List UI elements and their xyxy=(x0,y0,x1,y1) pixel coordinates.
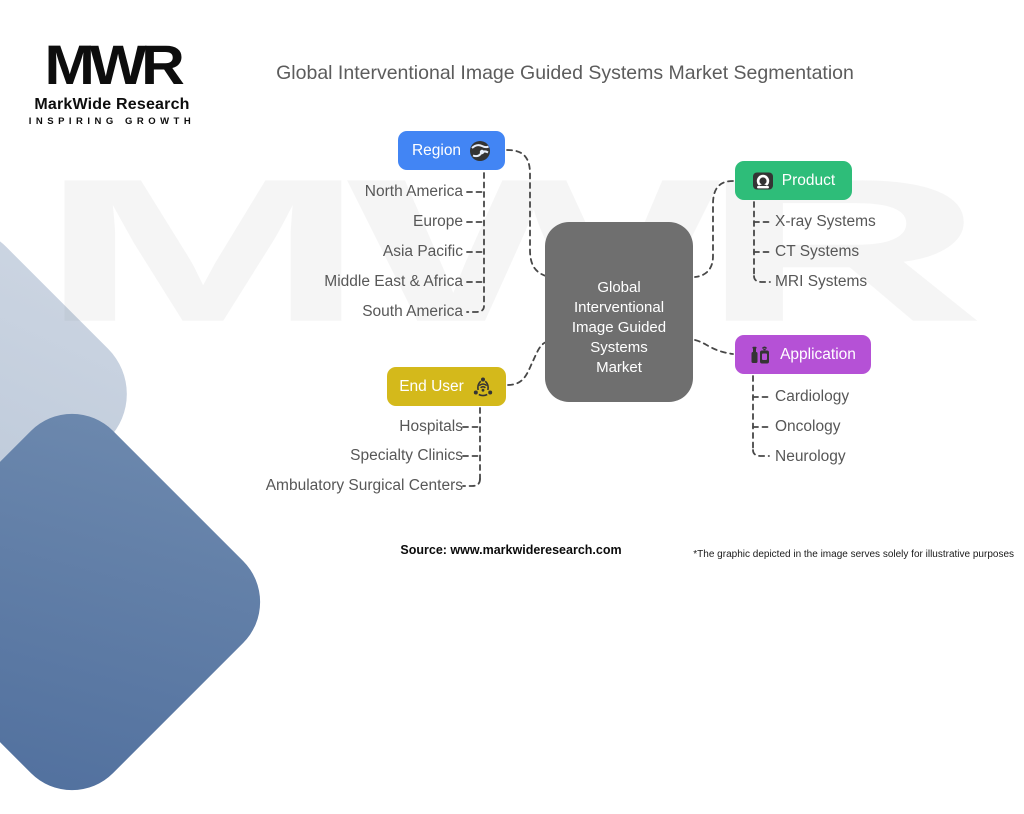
network-icon xyxy=(473,377,493,396)
application-center-link xyxy=(694,339,734,355)
enduser-item-stubs xyxy=(462,426,481,457)
region-item: South America xyxy=(362,303,463,320)
product-item: X-ray Systems xyxy=(775,213,876,230)
product-item: CT Systems xyxy=(775,243,860,260)
source-text: Source: www.markwideresearch.com xyxy=(400,543,622,557)
branch-node-application: Application xyxy=(735,335,871,374)
region-item: Asia Pacific xyxy=(382,243,463,260)
region-item: Europe xyxy=(413,213,463,230)
center-node-line: Interventional xyxy=(573,299,665,316)
region-item-stubs xyxy=(466,191,485,283)
medical-devices-icon xyxy=(751,346,770,363)
center-node-line: Systems xyxy=(590,339,648,356)
center-node-line: Global xyxy=(597,279,641,296)
region-center-link xyxy=(506,149,547,277)
application-item: Neurology xyxy=(775,448,846,465)
product-item-stubs xyxy=(753,221,771,253)
center-node-line: Image Guided xyxy=(571,319,667,336)
application-item: Oncology xyxy=(775,418,841,435)
globe-icon xyxy=(470,140,491,161)
branch-node-end-user: End User xyxy=(387,367,506,406)
end-user-item: Ambulatory Surgical Centers xyxy=(265,477,463,494)
page-title: Global Interventional Image Guided Syste… xyxy=(276,62,854,84)
region-last-stub xyxy=(466,305,485,313)
logo-name: MarkWide Research xyxy=(34,96,190,113)
logo-acronym: MWR xyxy=(44,33,185,96)
scanner-icon xyxy=(752,172,773,189)
markwide-logo: MWR MarkWide Research INSPIRING GROWTH xyxy=(28,36,196,128)
center-market-node: Global Interventional Image Guided Syste… xyxy=(545,222,693,402)
application-last-stub xyxy=(752,449,770,457)
enduser-center-link xyxy=(507,341,547,386)
region-item: North America xyxy=(364,183,463,200)
branch-label-application: Application xyxy=(780,345,856,363)
branch-label-region: Region xyxy=(411,141,462,159)
application-item: Cardiology xyxy=(775,388,850,405)
application-item-stubs xyxy=(752,396,770,428)
end-user-item: Specialty Clinics xyxy=(350,447,463,464)
center-node-line: Market xyxy=(596,359,642,376)
product-last-stub xyxy=(753,275,771,283)
logo-tagline: INSPIRING GROWTH xyxy=(28,116,196,127)
branch-node-region: Region xyxy=(398,131,505,170)
enduser-last-stub xyxy=(462,478,481,487)
region-item: Middle East & Africa xyxy=(324,273,463,290)
product-center-link xyxy=(694,180,734,278)
branch-node-product: Product xyxy=(735,161,852,200)
connector-lines xyxy=(462,149,771,487)
disclaimer-text: *The graphic depicted in the image serve… xyxy=(693,549,1014,560)
product-item: MRI Systems xyxy=(775,273,868,290)
end-user-item: Hospitals xyxy=(399,418,463,435)
branch-label-end-user: End User xyxy=(399,377,464,395)
branch-label-product: Product xyxy=(781,171,836,189)
